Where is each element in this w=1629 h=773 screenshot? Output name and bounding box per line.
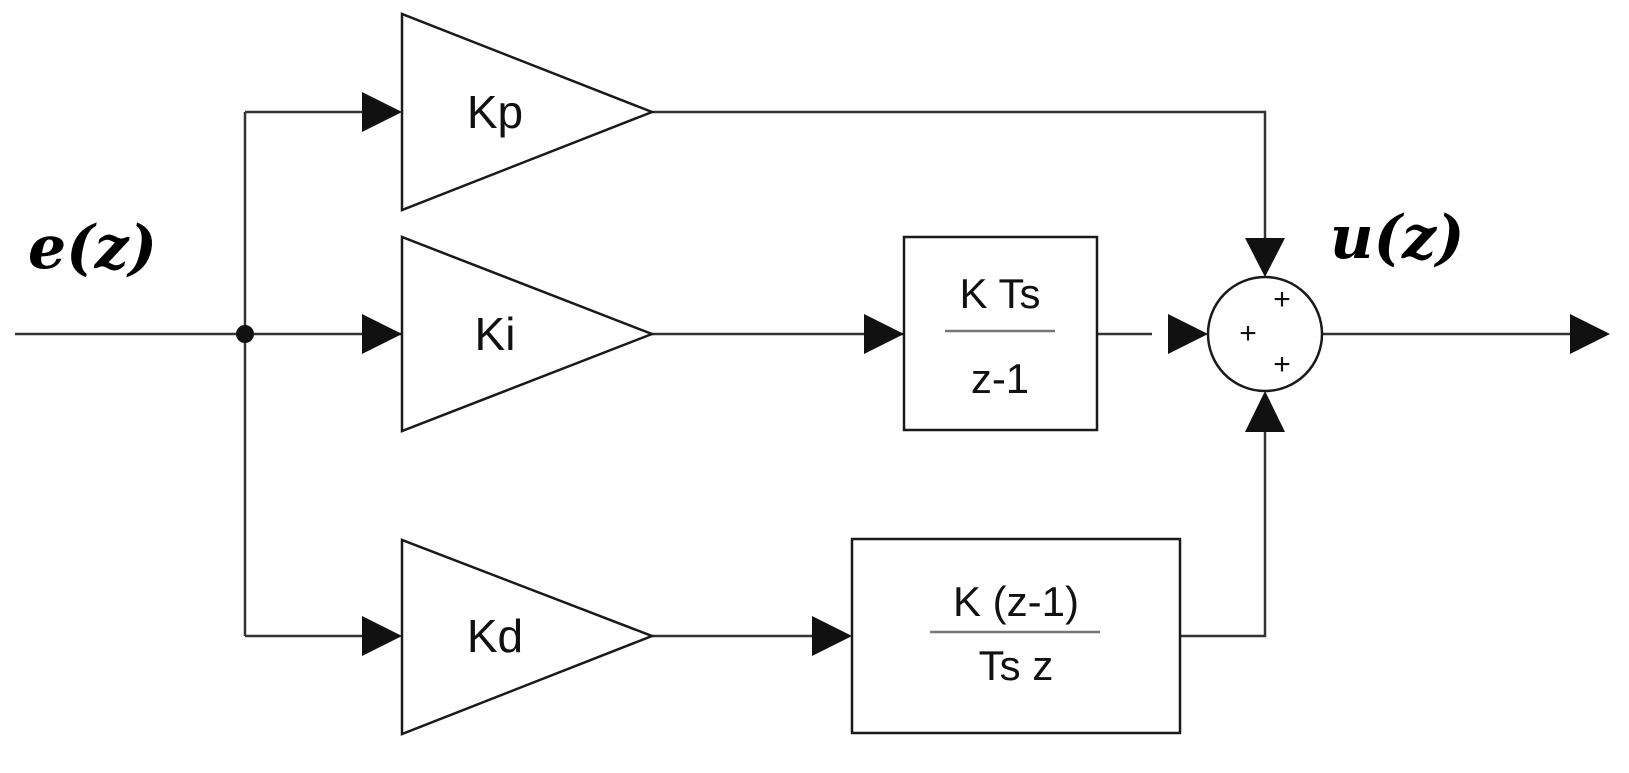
sum-sign-top: + [1273,283,1291,316]
gain-label-ki: Ki [475,308,516,360]
filter-to-sum-wire [1180,432,1267,638]
arrow-into-integrator [864,314,904,354]
gain-label-kd: Kd [467,610,523,662]
integrator-denominator: z-1 [971,355,1029,402]
arrow-into-ki [362,314,402,354]
arrow-into-derivative-filter [812,616,852,656]
derivative-filter-block[interactable] [850,537,1182,735]
arrow-into-sum-top [1245,238,1285,277]
derivative-filter-numerator: K (z-1) [953,578,1079,625]
output-signal-label: u(z) [1330,203,1464,273]
gain-block-kd[interactable] [400,538,656,736]
arrow-into-kd [362,616,402,656]
derivative-filter-denominator: Ts z [979,642,1054,689]
gain-label-kp: Kp [467,86,523,138]
integrator-block[interactable] [902,235,1099,432]
signal-wires [15,110,1595,638]
arrow-into-kp [362,92,402,132]
input-signal-label: e(z) [28,213,157,283]
gain-block-ki[interactable] [400,235,656,433]
integrator-numerator: K Ts [960,270,1041,317]
kp-to-sum-wire [652,110,1267,238]
gain-block-kp[interactable] [400,12,656,212]
arrowheads [362,92,1610,656]
arrow-into-sum-left [1168,314,1208,354]
sum-sign-bottom: + [1273,348,1291,381]
branch-junction-dot [236,325,254,343]
sum-sign-left: + [1239,317,1257,350]
arrow-output [1570,314,1610,354]
arrow-into-sum-bottom [1245,391,1285,432]
sum-block[interactable] [1206,275,1324,393]
